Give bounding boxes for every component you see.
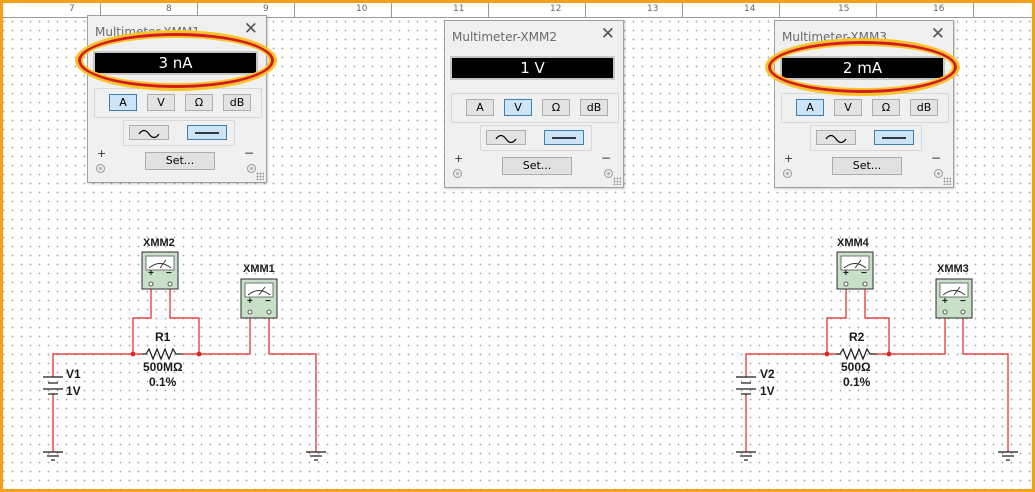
mode-group: A V Ω dB xyxy=(451,93,619,123)
xmm2-symbol xyxy=(141,251,179,290)
resize-grip-icon[interactable] xyxy=(613,177,621,185)
v1-value: 1V xyxy=(66,384,81,398)
r1-value: 500MΩ xyxy=(143,360,183,374)
xmm1-label[interactable]: XMM1 xyxy=(243,263,275,275)
close-icon[interactable]: ✕ xyxy=(930,24,945,44)
xmm2-minus: − xyxy=(166,268,172,279)
ruler-label: 11 xyxy=(453,4,465,14)
ruler-label: 16 xyxy=(933,4,945,14)
waveform-group xyxy=(810,125,922,151)
waveform-group xyxy=(480,125,592,151)
xmm4-plus: + xyxy=(843,268,849,279)
mode-voltmeter-button[interactable]: V xyxy=(834,99,862,116)
xmm3-label[interactable]: XMM3 xyxy=(937,263,969,275)
dc-wave-button[interactable] xyxy=(874,130,914,145)
close-icon[interactable]: ✕ xyxy=(600,24,615,44)
plus-terminal[interactable] xyxy=(96,164,105,173)
resize-grip-icon[interactable] xyxy=(943,177,951,185)
ac-wave-button[interactable] xyxy=(816,130,856,145)
ruler-label: 14 xyxy=(744,4,756,14)
ruler-label: 9 xyxy=(263,4,269,14)
dc-wave-button[interactable] xyxy=(187,125,227,140)
xmm1-symbol xyxy=(240,278,278,319)
xmm4-symbol xyxy=(836,251,874,290)
mode-ammeter-button[interactable]: A xyxy=(466,99,494,116)
xmm4-minus: − xyxy=(861,268,867,279)
xmm3-symbol xyxy=(935,278,973,319)
reading-highlight-xmm3 xyxy=(768,41,957,93)
dc-line-icon xyxy=(195,132,219,134)
plus-terminal-label: + xyxy=(454,152,464,165)
dc-line-icon xyxy=(882,137,906,139)
minus-terminal-label: − xyxy=(243,146,254,160)
r1-tolerance: 0.1% xyxy=(149,375,177,389)
waveform-group xyxy=(123,120,235,146)
xmm2-label[interactable]: XMM2 xyxy=(143,237,175,249)
xmm3-minus: − xyxy=(960,296,966,307)
xmm4-label[interactable]: XMM4 xyxy=(837,237,869,249)
minus-terminal[interactable] xyxy=(934,169,943,178)
minus-terminal-label: − xyxy=(600,151,611,165)
r2-value: 500Ω xyxy=(841,360,871,374)
minus-terminal[interactable] xyxy=(604,169,613,178)
r1-label[interactable]: R1 xyxy=(155,330,171,344)
xmm2-plus: + xyxy=(148,268,154,279)
plus-terminal[interactable] xyxy=(453,169,462,178)
xmm1-plus: + xyxy=(247,296,253,307)
sine-wave-icon xyxy=(495,134,517,144)
mode-decibel-button[interactable]: dB xyxy=(910,99,938,116)
ac-wave-button[interactable] xyxy=(486,130,526,145)
multimeter-xmm2-window[interactable]: Multimeter-XMM2 ✕ 1 V A V Ω dB + − Set..… xyxy=(444,20,624,188)
ruler-label: 8 xyxy=(166,4,172,14)
minus-terminal-label: − xyxy=(930,151,941,165)
v2-value: 1V xyxy=(760,384,775,398)
mode-ohmmeter-button[interactable]: Ω xyxy=(542,99,570,116)
r2-label[interactable]: R2 xyxy=(849,330,865,344)
plus-terminal-label: + xyxy=(784,152,794,165)
mode-decibel-button[interactable]: dB xyxy=(223,94,251,111)
plus-terminal[interactable] xyxy=(783,169,792,178)
dc-wave-button[interactable] xyxy=(544,130,584,145)
mode-group: A V Ω dB xyxy=(781,93,949,123)
dc-line-icon xyxy=(552,137,576,139)
ruler-label: 10 xyxy=(356,4,368,14)
sine-wave-icon xyxy=(138,129,160,139)
meter-display: 1 V xyxy=(450,56,615,80)
resize-grip-icon[interactable] xyxy=(256,172,264,180)
set-button[interactable]: Set... xyxy=(145,152,215,170)
ac-wave-button[interactable] xyxy=(129,125,169,140)
ruler-label: 7 xyxy=(69,4,75,14)
window-title[interactable]: Multimeter-XMM2 xyxy=(452,30,557,44)
mode-voltmeter-button[interactable]: V xyxy=(147,94,175,111)
ruler-label: 12 xyxy=(550,4,562,14)
sine-wave-icon xyxy=(825,134,847,144)
mode-decibel-button[interactable]: dB xyxy=(580,99,608,116)
v2-label[interactable]: V2 xyxy=(760,367,775,381)
plus-terminal-label: + xyxy=(97,147,107,160)
ruler-label: 15 xyxy=(838,4,850,14)
minus-terminal[interactable] xyxy=(247,164,256,173)
mode-group: A V Ω dB xyxy=(94,88,262,118)
r2-tolerance: 0.1% xyxy=(843,375,871,389)
set-button[interactable]: Set... xyxy=(502,157,572,175)
ruler-label: 13 xyxy=(647,4,659,14)
set-button[interactable]: Set... xyxy=(832,157,902,175)
top-ruler: 7 8 9 10 11 12 13 14 15 16 xyxy=(3,3,1032,18)
close-icon[interactable]: ✕ xyxy=(243,19,258,39)
mode-ammeter-button[interactable]: A xyxy=(796,99,824,116)
xmm1-minus: − xyxy=(265,296,271,307)
mode-voltmeter-button[interactable]: V xyxy=(504,99,532,116)
mode-ohmmeter-button[interactable]: Ω xyxy=(185,94,213,111)
reading-highlight-xmm1 xyxy=(78,33,274,88)
v1-label[interactable]: V1 xyxy=(66,367,81,381)
xmm3-plus: + xyxy=(942,296,948,307)
mode-ohmmeter-button[interactable]: Ω xyxy=(872,99,900,116)
mode-ammeter-button[interactable]: A xyxy=(109,94,137,111)
